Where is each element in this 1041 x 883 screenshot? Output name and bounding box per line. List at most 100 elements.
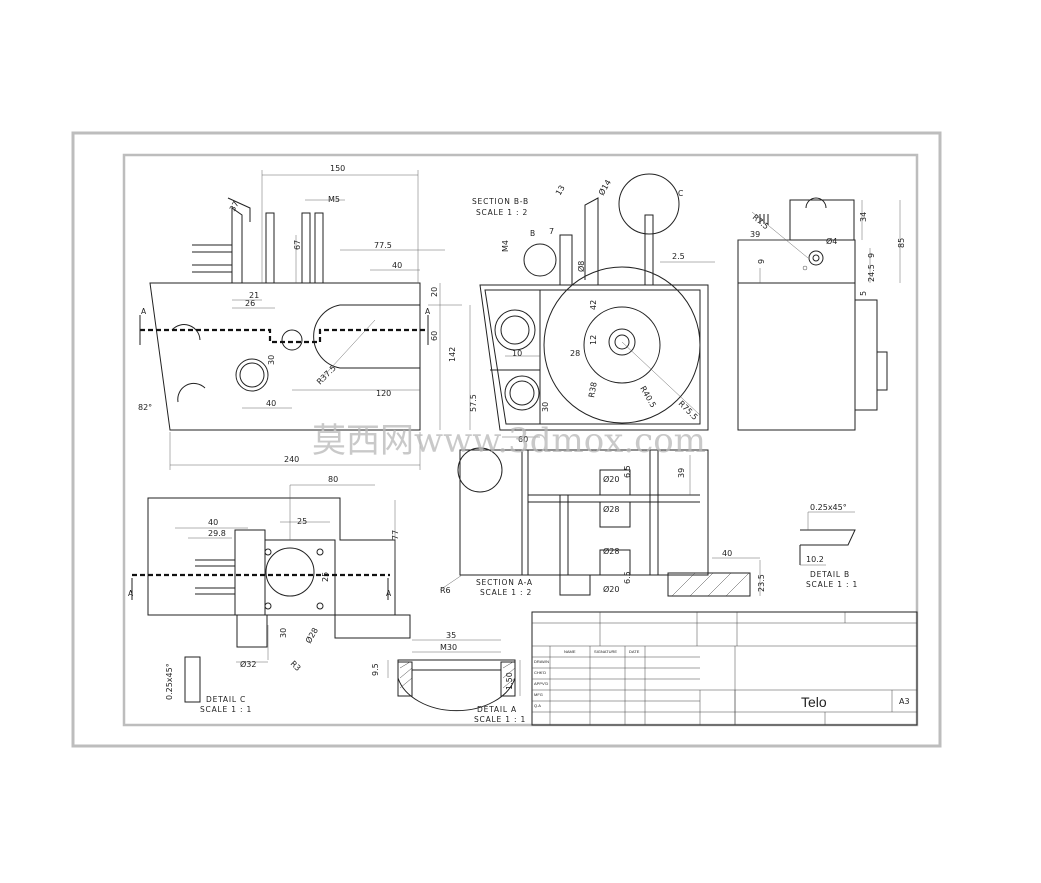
front-dim-67: 67 <box>293 240 302 250</box>
top-dim-29-8: 29.8 <box>208 529 226 538</box>
detail-c-title: DETAIL C <box>206 695 246 704</box>
detail-c-scale: SCALE 1 : 1 <box>200 705 252 714</box>
side-dim-34: 34 <box>859 212 868 222</box>
detail-a-title: DETAIL A <box>477 705 517 714</box>
outer-sheet-border <box>71 131 942 748</box>
aa-dim-23-5: 23.5 <box>757 574 766 592</box>
side-dim-9-left: 9 <box>757 259 766 264</box>
side-dim-39: 39 <box>750 230 760 239</box>
top-dim-30: 30 <box>279 628 288 638</box>
detail-c-view <box>184 656 201 703</box>
tb-row-approved: APPV'D <box>534 681 548 686</box>
bb-dim-42: 42 <box>589 300 598 310</box>
section-bb-view <box>469 173 715 438</box>
title-block-part-name: Telo <box>801 694 827 710</box>
detail-b-chamfer: 0.25x45° <box>810 503 847 512</box>
bb-dim-2-5: 2.5 <box>672 252 685 261</box>
bb-dim-10: 10 <box>512 349 522 358</box>
front-dim-150: 150 <box>330 164 345 173</box>
detail-b-title: DETAIL B <box>810 570 850 579</box>
top-dim-r3: R3 <box>289 659 303 673</box>
detail-a-dim-9-5: 9.5 <box>371 663 380 676</box>
front-dim-m5: M5 <box>328 195 340 204</box>
section-bb-title: SECTION B-B <box>472 197 529 206</box>
aa-dim-40: 40 <box>722 549 732 558</box>
bb-dim-r40-5: R40.5 <box>638 385 657 410</box>
bb-dim-r38: R38 <box>587 381 599 398</box>
front-dim-40-bottom: 40 <box>266 399 276 408</box>
aa-dim-6-5-bottom: 6.5 <box>623 571 632 584</box>
bb-dim-7: 7 <box>549 227 554 236</box>
bb-dim-28: 28 <box>570 349 580 358</box>
tb-row-qa: Q.A <box>534 703 541 708</box>
top-dim-25-top: 25 <box>297 517 307 526</box>
top-dim-25-right: 25 <box>321 572 330 582</box>
front-dim-240: 240 <box>284 455 299 464</box>
top-view <box>131 484 411 663</box>
title-block <box>531 611 918 726</box>
aa-dim-d28-upper: Ø28 <box>603 504 619 514</box>
section-aa-title: SECTION A-A <box>476 578 533 587</box>
detail-b-view <box>799 511 856 566</box>
section-aa-view <box>439 447 761 597</box>
top-dim-40: 40 <box>208 518 218 527</box>
section-aa-scale: SCALE 1 : 2 <box>480 588 532 597</box>
side-dim-85: 85 <box>897 238 906 248</box>
front-dim-120: 120 <box>376 389 391 398</box>
detail-a-dim-1-50: 1.50 <box>505 672 514 690</box>
detail-marker-c: C <box>678 189 684 198</box>
aa-dim-d20-top: Ø20 <box>603 474 619 484</box>
tb-col-signature: SIGNATURE <box>594 649 617 654</box>
front-dim-21: 21 <box>249 291 259 300</box>
aa-dim-6-5-top: 6.5 <box>623 465 632 478</box>
tb-col-date: DATE <box>629 649 640 654</box>
detail-a-dim-m30: M30 <box>440 643 457 652</box>
detail-a-dim-35: 35 <box>446 631 456 640</box>
detail-marker-b: B <box>530 229 536 238</box>
front-dim-60: 60 <box>430 331 439 341</box>
section-marker-a-top-left: A <box>128 589 134 598</box>
detail-a-scale: SCALE 1 : 1 <box>474 715 526 724</box>
section-marker-a-left: A <box>141 307 147 316</box>
bb-dim-60: 60 <box>518 435 528 444</box>
title-block-sheet-size: A3 <box>899 697 910 706</box>
detail-c-chamfer: 0.25x45° <box>165 663 174 700</box>
side-view <box>737 197 901 431</box>
top-dim-d28: Ø28 <box>303 626 320 645</box>
bb-dim-13: 13 <box>554 184 567 197</box>
aa-dim-d28-lower: Ø28 <box>603 546 619 556</box>
front-view <box>139 170 462 470</box>
watermark-text: 莫西网www.3dmox.com <box>312 421 706 461</box>
tb-row-mfg: MFG <box>534 692 543 697</box>
bb-dim-d8: Ø8 <box>576 261 586 272</box>
side-dim-d4: Ø4 <box>826 236 837 246</box>
section-marker-a-right: A <box>425 307 431 316</box>
tb-row-checked: CHK'D <box>534 670 546 675</box>
aa-dim-r6: R6 <box>440 586 451 595</box>
bb-dim-r75-5: R75.5 <box>677 399 700 422</box>
aa-dim-39: 39 <box>677 468 686 478</box>
front-dim-26: 26 <box>245 299 255 308</box>
bb-dim-d14: Ø14 <box>596 178 613 197</box>
front-dim-82-deg: 82° <box>138 403 152 412</box>
detail-b-scale: SCALE 1 : 1 <box>806 580 858 589</box>
front-dim-30: 30 <box>267 355 276 365</box>
section-marker-a-top-right: A <box>386 589 392 598</box>
section-bb-scale: SCALE 1 : 2 <box>476 208 528 217</box>
front-dim-20: 20 <box>430 287 439 297</box>
front-dim-40-top: 40 <box>392 261 402 270</box>
side-dim-5: 5 <box>859 291 868 296</box>
front-dim-r37-5: R37.5 <box>315 364 338 387</box>
tb-row-drawn: DRAWN <box>534 659 549 664</box>
front-dim-142: 142 <box>448 347 457 362</box>
bb-dim-m4: M4 <box>501 240 510 252</box>
top-dim-d32: Ø32 <box>240 659 256 669</box>
front-dim-77-5: 77.5 <box>374 241 392 250</box>
front-dim-37: 37 <box>228 200 241 213</box>
aa-dim-d20-bottom: Ø20 <box>603 584 619 594</box>
bb-dim-30: 30 <box>541 402 550 412</box>
top-dim-80: 80 <box>328 475 338 484</box>
side-dim-24-5: 24.5 <box>867 264 876 282</box>
detail-a-view <box>387 639 521 712</box>
